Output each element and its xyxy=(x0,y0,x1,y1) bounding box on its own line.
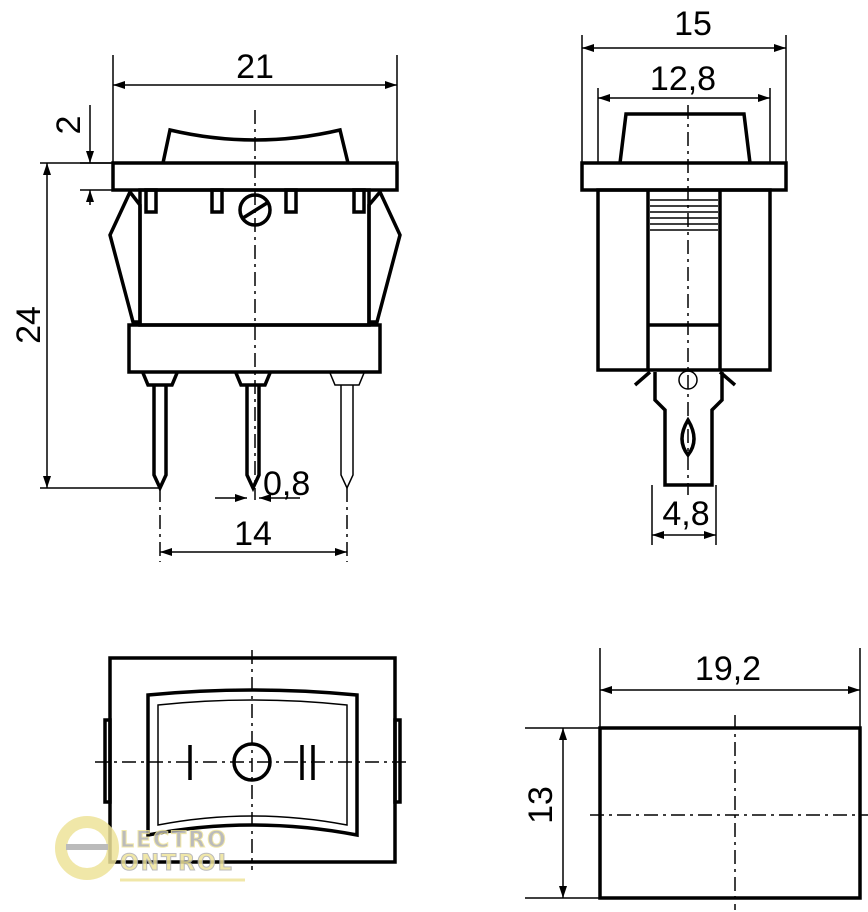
ribs xyxy=(650,199,718,231)
front-view: 21 2 24 14 0,8 xyxy=(10,48,402,562)
panel-cutout-view: 19,2 13 xyxy=(522,648,868,910)
right-clip xyxy=(367,188,402,324)
rocker-side xyxy=(618,112,752,164)
logo-line2: ONTROL xyxy=(120,851,234,876)
logo-line1: LECTRO xyxy=(120,828,228,853)
dim-cutout-height-13: 13 xyxy=(522,786,560,824)
electrocontrol-logo: LECTRO ONTROL xyxy=(55,816,245,882)
pins xyxy=(141,372,365,493)
dim-height-24: 24 xyxy=(10,306,48,344)
dim-pin-width-0-8: 0,8 xyxy=(263,465,310,503)
dim-flange-2: 2 xyxy=(50,116,88,135)
left-clip xyxy=(108,188,142,324)
dim-terminal-4-8: 4,8 xyxy=(662,495,709,533)
dim-cutout-width-19-2: 19,2 xyxy=(695,650,761,688)
side-view: 15 12,8 4,8 xyxy=(580,5,788,545)
snap-tabs xyxy=(144,188,366,214)
dim-rocker-12-8: 12,8 xyxy=(650,60,716,98)
top-view xyxy=(95,650,410,870)
dim-pin-spacing-14: 14 xyxy=(234,515,272,553)
dim-width-15: 15 xyxy=(674,5,712,43)
dim-width-21: 21 xyxy=(236,48,274,86)
